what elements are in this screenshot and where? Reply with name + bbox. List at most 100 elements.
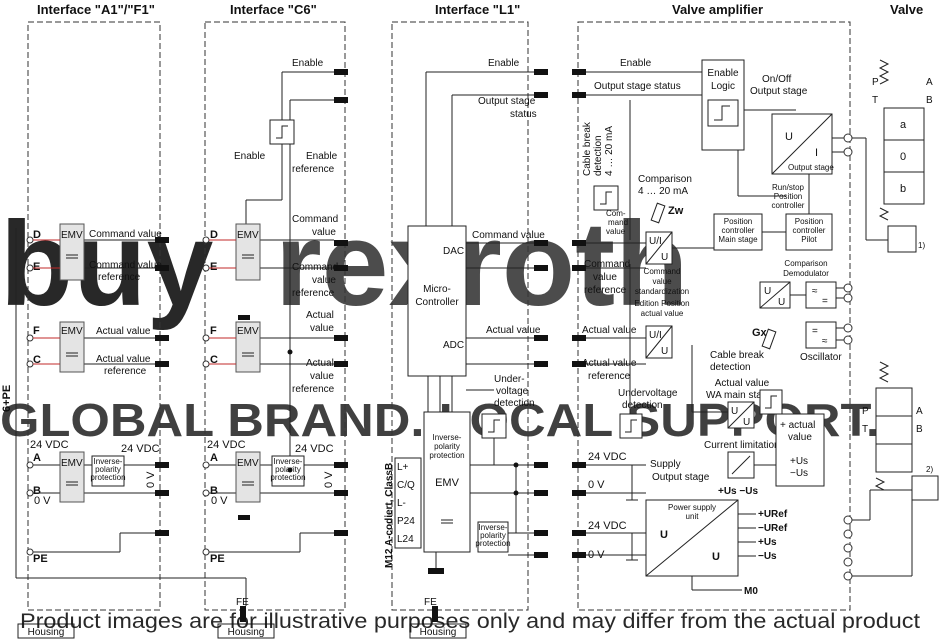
- valve-A-2: A: [916, 406, 923, 417]
- amp-cable-break: Cable breakdetection4 … 20 mA: [582, 121, 615, 176]
- valve-main-spool: [883, 107, 925, 205]
- a1-emv-label-2: EMV: [61, 326, 83, 337]
- a1-pin-PE: PE: [33, 553, 48, 565]
- l1-cmd: Command value: [472, 230, 545, 241]
- amp-output-stage-label: Output stage: [788, 163, 834, 172]
- amp-demod-1: [805, 281, 837, 309]
- c6-housing: Housing: [420, 627, 457, 638]
- valve-n2: 2): [926, 465, 933, 474]
- amp-uref-m: −URef: [758, 523, 788, 534]
- frame-a1f1: [27, 21, 161, 611]
- l1-pin-block: [394, 457, 422, 549]
- valve-lvdt-2: [911, 475, 939, 501]
- amp-24vdc: 24 VDC: [588, 451, 627, 463]
- l1-pin-L+: L+: [397, 462, 409, 473]
- a1-emv-3: [59, 451, 85, 503]
- amp-uref-p: +URef: [758, 509, 788, 520]
- l1-m12-label: M12 A-codiert, ClassB: [384, 463, 395, 568]
- connectors: [155, 69, 586, 622]
- valve-pos-a: a: [900, 119, 907, 131]
- amp-us-m: −Us: [758, 551, 777, 562]
- amp-uu-top: U: [764, 286, 771, 297]
- valve-A: A: [926, 77, 933, 88]
- amp-wa-u1: U: [731, 406, 738, 417]
- valve-B-2: B: [916, 424, 923, 435]
- c6-emv-label-3: EMV: [237, 458, 259, 469]
- l1-pin-P24: P24: [397, 516, 415, 527]
- l1-adc: ADC: [443, 340, 464, 351]
- a1-0v-vertical: 0 V: [145, 471, 157, 488]
- a1-pin-A: A: [33, 452, 41, 464]
- valve-B: B: [926, 95, 933, 106]
- amp-wa-u2: U: [743, 417, 750, 428]
- section-a1f1: 6+PE D E F C A B PE EMV EMV EMV Command …: [1, 223, 275, 639]
- c6-pin-A: A: [210, 452, 218, 464]
- c6-enable-top: Enable: [292, 58, 324, 69]
- frame-amp: [577, 21, 851, 611]
- a1-housing: Housing: [228, 627, 265, 638]
- amp-gx: Gx: [752, 327, 768, 339]
- section-l1: Micro-Controller DAC ADC Enable Output s…: [384, 58, 545, 568]
- amp-enable: Enable: [620, 58, 652, 69]
- l1-pin-CQ: C/Q: [397, 480, 415, 491]
- l1-inverse-polarity-2: [477, 521, 509, 553]
- valve-n1: 1): [918, 241, 925, 250]
- c6-emv-3: [235, 451, 261, 503]
- header-valve: Valve: [890, 2, 923, 17]
- amp-cmd-std-ui: U/I: [649, 236, 662, 247]
- c6-emv-2: [235, 321, 261, 373]
- amp-psu-u1: U: [660, 529, 668, 541]
- a1-act-label: Actual value: [96, 326, 151, 337]
- valve-T-2: T: [862, 424, 868, 435]
- a1-emv-label-3: EMV: [61, 458, 83, 469]
- a1-cmd-label: Command value: [89, 229, 162, 240]
- watermark-disclaimer: Product images are for illustrative purp…: [20, 610, 920, 633]
- amp-demod-1-sym: ≈: [812, 286, 818, 297]
- a1-emv-label-1: EMV: [61, 230, 83, 241]
- amp-pos-main: [713, 213, 763, 251]
- c6-fe: FE: [424, 597, 437, 608]
- c6-24vdc: 24 VDC: [207, 439, 246, 451]
- a1-24vdc: 24 VDC: [30, 439, 69, 451]
- c6-pin-D: D: [210, 229, 218, 241]
- a1-0v: 0 V: [34, 495, 51, 507]
- amp-m0: M0: [744, 586, 758, 597]
- amp-osc-sym2: ≈: [822, 336, 828, 347]
- l1-emv-label: EMV: [435, 477, 460, 489]
- c6-pin-PE: PE: [210, 553, 225, 565]
- amp-0v-2: 0 V: [588, 549, 605, 561]
- c6-0v: 0 V: [211, 495, 228, 507]
- frame-c6: [204, 21, 346, 611]
- a1-pin-F: F: [33, 325, 40, 337]
- amp-us-p: +Us: [758, 537, 777, 548]
- valve-T: T: [872, 95, 878, 106]
- c6-24vdc-right: 24 VDC: [295, 443, 334, 455]
- header-c6: Interface "C6": [230, 2, 317, 17]
- valve-pilot-spool: [875, 387, 913, 473]
- a1-emv-2: [59, 321, 85, 373]
- c6-emv-label-2: EMV: [237, 326, 259, 337]
- a1-emv-1: [59, 223, 85, 281]
- l1-dac: DAC: [443, 246, 464, 257]
- valve-pos-b: b: [900, 183, 906, 195]
- c6-enable-left: Enable: [234, 151, 266, 162]
- amp-act-std-ui: U/I: [649, 330, 662, 341]
- valve-P-2: P: [862, 406, 869, 417]
